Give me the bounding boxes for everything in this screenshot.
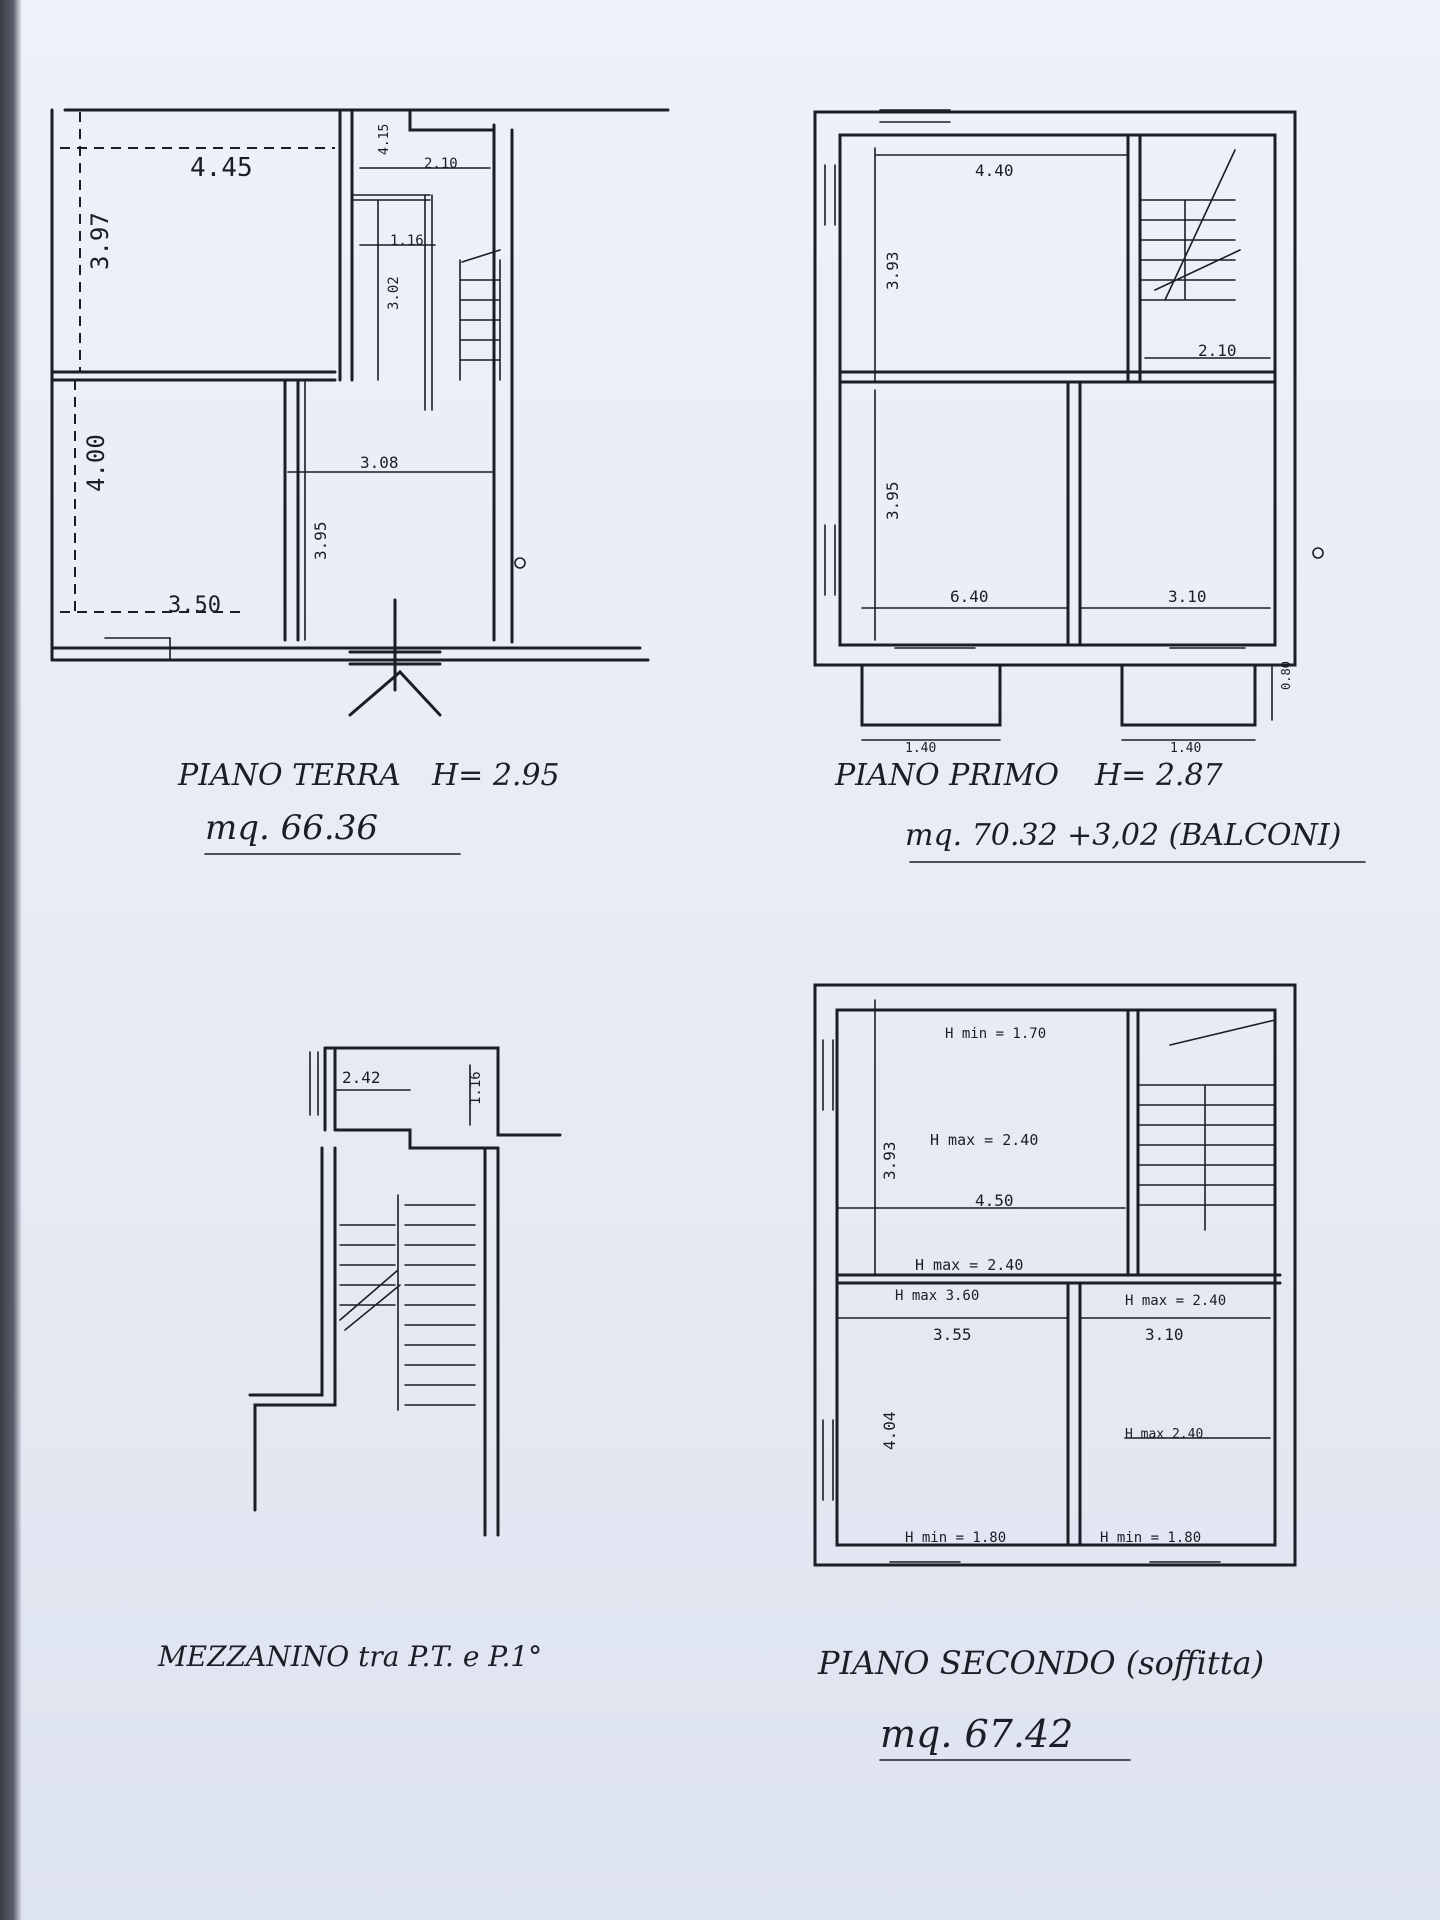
first-windows	[824, 109, 1246, 649]
first-floor-title: PIANO PRIMO	[835, 758, 1060, 793]
ground-entry	[348, 598, 442, 717]
first-dim-text-640: 6.40	[950, 587, 989, 606]
second-dim-text-404: 4.04	[880, 1411, 899, 1450]
second-dim-text-393: 3.93	[880, 1141, 899, 1180]
first-wall-partition	[1066, 380, 1082, 647]
ground-stair-rail	[351, 194, 433, 411]
first-dim-text-210: 2.10	[1198, 341, 1237, 360]
first-dim-text-080: 0.80	[1279, 661, 1293, 690]
ground-dim-text-445: 4.45	[190, 153, 253, 183]
second-wall-partition	[1066, 1281, 1082, 1547]
first-dim-text-140b: 1.40	[1170, 741, 1201, 756]
second-dim-text-hmax240a: H max = 2.40	[930, 1131, 1038, 1149]
mezz-left-walls	[248, 1146, 337, 1512]
second-wall-stair	[1126, 1008, 1140, 1277]
mezz-top-room	[323, 1046, 500, 1150]
ground-wall-stair-top	[408, 110, 496, 132]
second-dim-text-450: 4.50	[975, 1191, 1014, 1210]
second-outer-wall	[813, 983, 1297, 1567]
second-dim-text-355: 3.55	[933, 1325, 972, 1344]
second-windows	[822, 1039, 1221, 1563]
ground-dim-text-350: 3.50	[168, 593, 221, 618]
paper-shadow-edge	[0, 0, 22, 1920]
ground-dim-text-116: 1.16	[390, 233, 424, 249]
second-dim-text-hmin170: H min = 1.70	[945, 1026, 1046, 1042]
first-dim-text-393: 3.93	[883, 251, 902, 290]
ground-floor-area: mq. 66.36	[205, 808, 378, 848]
ground-stair	[459, 249, 501, 381]
first-dim-text-440: 4.40	[975, 161, 1014, 180]
first-dim-text-310: 3.10	[1168, 587, 1207, 606]
second-inner-wall	[835, 1008, 1277, 1547]
ground-window	[104, 637, 171, 661]
mezz-dim-text-116: 1.16	[468, 1071, 484, 1105]
mezz-right-walls	[323, 1046, 562, 1537]
first-wall-stair	[1126, 133, 1142, 382]
ground-dim-text-400: 4.00	[82, 434, 110, 492]
mezz-stair-left	[339, 1194, 401, 1411]
ground-dim-text-415: 4.15	[377, 124, 392, 155]
mezz-dim-lines	[309, 1051, 471, 1126]
mezz-stair-right	[404, 1204, 476, 1406]
ground-dim-text-210: 2.10	[424, 156, 458, 172]
ground-meter	[514, 557, 526, 569]
second-floor-title: PIANO SECONDO (soffitta)	[818, 1644, 1265, 1682]
ground-dim-text-397: 3.97	[86, 212, 114, 270]
second-dim-text-hmin180b: H min = 1.80	[1100, 1530, 1201, 1546]
ground-dim-text-395: 3.95	[311, 521, 330, 560]
second-dim-text-hmax240c: H max = 2.40	[1125, 1293, 1226, 1309]
mezz-dim-text-242: 2.42	[342, 1068, 381, 1087]
second-dim-lines	[836, 999, 1271, 1439]
second-stair	[1137, 1019, 1276, 1231]
first-outer-wall	[813, 110, 1297, 667]
second-dim-text-hmax240d: H max 2.40	[1125, 1427, 1203, 1442]
first-dim-lines	[861, 147, 1271, 641]
first-floor-area: mq. 70.32 +3,02 (BALCONI)	[905, 818, 1342, 853]
second-dim-text-hmax360: H max 3.60	[895, 1288, 979, 1304]
mezzanine-title: MEZZANINO tra P.T. e P.1°	[158, 1640, 543, 1673]
second-floor-area: mq. 67.42	[880, 1712, 1074, 1756]
ground-dim-text-302: 3.02	[386, 276, 402, 310]
first-floor-height: H= 2.87	[1095, 758, 1223, 793]
first-dim-text-140a: 1.40	[905, 741, 936, 756]
first-wall-mid	[838, 370, 1277, 384]
second-dim-text-310: 3.10	[1145, 1325, 1184, 1344]
ground-floor-title: PIANO TERRA	[178, 758, 401, 793]
first-meter	[1312, 547, 1324, 559]
first-stair	[1139, 149, 1241, 301]
first-balconies	[860, 663, 1257, 727]
second-wall-mid	[835, 1273, 1282, 1285]
ground-floor-height: H= 2.95	[432, 758, 560, 793]
first-inner-wall	[838, 133, 1277, 647]
first-balcony-dims	[861, 664, 1273, 741]
second-dim-text-hmin180a: H min = 1.80	[905, 1530, 1006, 1546]
ground-dim-text-308: 3.08	[360, 453, 399, 472]
first-dim-text-395: 3.95	[883, 481, 902, 520]
second-dim-text-hmax240b: H max = 2.40	[915, 1256, 1023, 1274]
